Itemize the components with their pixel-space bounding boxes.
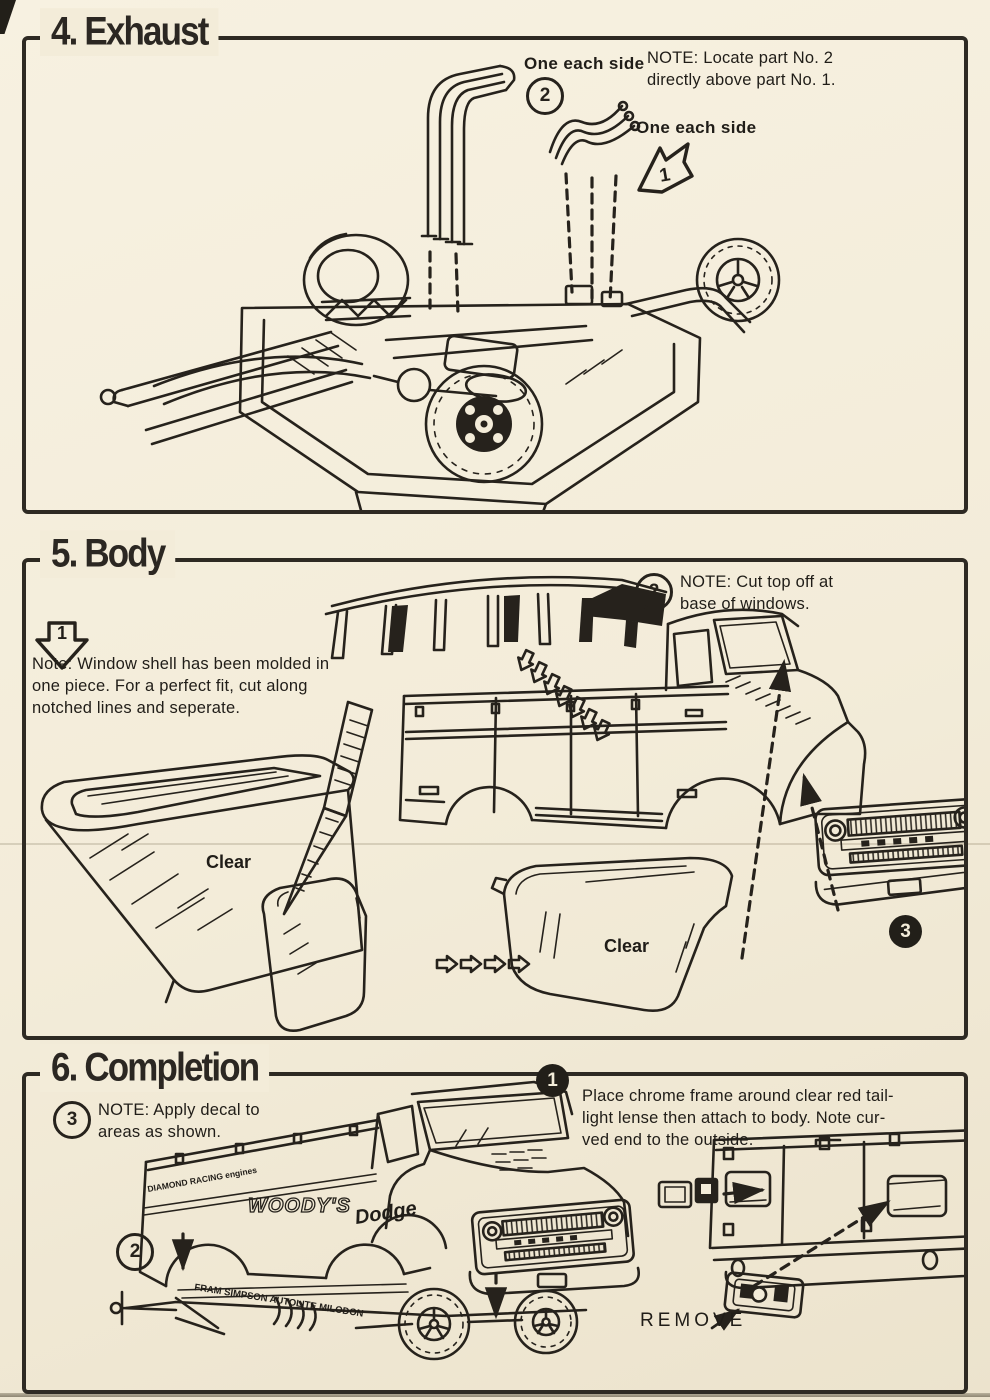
section-body-title: 5. Body xyxy=(40,530,176,578)
arrow-cab-to-windshield xyxy=(740,658,792,960)
step-3-circle-marker: 3 xyxy=(53,1101,91,1139)
clear-label-bed: Clear xyxy=(206,852,251,872)
part-3-dark-marker: 3 xyxy=(889,915,922,948)
taillight-step-text: Place chrome frame around clear red tail… xyxy=(582,1087,894,1149)
hobby-knife xyxy=(282,700,374,916)
paper-edge-shadow xyxy=(0,1393,990,1397)
completion-diagram: DIAMOND RACING engines WOODY'S Dodge FRA… xyxy=(109,1080,984,1361)
chassis-underside xyxy=(99,284,752,522)
body-assembly-diagram: Clear Clear xyxy=(40,575,989,1032)
one-each-side-label-1: One each side xyxy=(636,118,757,137)
remove-label: REMOVE xyxy=(640,1310,747,1331)
decal-engines: DIAMOND RACING engines xyxy=(147,1165,258,1194)
step-1-dark-marker: 1 xyxy=(536,1064,569,1097)
exhaust-note: NOTE: Locate part No. 2 directly above p… xyxy=(647,49,836,89)
truck-body-side-view xyxy=(398,608,867,830)
completed-truck xyxy=(138,1080,630,1299)
window-shell-note: Note: Window shell has been molded in on… xyxy=(32,655,330,717)
section-completion-title: 6. Completion xyxy=(40,1044,270,1092)
locator-dashed-lines xyxy=(428,172,618,316)
remove-pointer-arrow xyxy=(710,1308,741,1331)
section-completion: 6. Completion xyxy=(22,1044,984,1394)
step-2-circle-marker-completion: 2 xyxy=(116,1233,154,1271)
window-shell-part xyxy=(324,575,668,660)
chevron-arrows-row xyxy=(435,954,531,974)
cut-windshield-corner xyxy=(261,877,368,1032)
part-1-pennant-marker: 1 xyxy=(637,142,694,194)
truck-wheels xyxy=(397,1287,579,1361)
section-exhaust: 4. Exhaust xyxy=(22,8,968,522)
rear-bed-view xyxy=(708,1128,984,1290)
clear-cab-shell-part xyxy=(490,856,734,1012)
cut-top-note: NOTE: Cut top off at base of windows. xyxy=(680,573,834,613)
one-each-side-label-2: One each side xyxy=(524,54,645,73)
decal-brand: Dodge xyxy=(353,1197,418,1228)
part-2-circle-marker: 2 xyxy=(526,77,564,115)
svg-text:1: 1 xyxy=(57,623,67,643)
decal-woodys: WOODY'S xyxy=(248,1195,351,1217)
truck-grille-front xyxy=(470,1198,635,1276)
arrow-grille-to-fender xyxy=(800,772,840,912)
arrow-lens-to-recess xyxy=(722,1181,766,1205)
section-exhaust-title: 4. Exhaust xyxy=(40,8,219,56)
exhaust-header-part-1 xyxy=(548,100,641,166)
clear-label-cab: Clear xyxy=(604,936,649,956)
step-1-arrow-marker: 1 xyxy=(35,621,89,670)
step-2-circle-marker: 2 xyxy=(635,573,673,611)
scan-ink-blot xyxy=(0,0,16,34)
taillight-frame-and-lens xyxy=(657,1177,719,1209)
arrow-remove-to-recess xyxy=(752,1200,891,1288)
remove-taillight-assembly xyxy=(723,1271,805,1319)
decal-note: NOTE: Apply decal to areas as shown. xyxy=(98,1101,260,1141)
slick-mag-wheel xyxy=(456,396,512,452)
paper-crease xyxy=(0,843,990,845)
exhaust-header-part-2 xyxy=(420,64,516,246)
chassis-wheels xyxy=(302,232,781,484)
section-body: 5. Body xyxy=(22,530,989,1040)
svg-text:1: 1 xyxy=(658,164,672,187)
exhaust-chassis-diagram xyxy=(99,64,781,522)
